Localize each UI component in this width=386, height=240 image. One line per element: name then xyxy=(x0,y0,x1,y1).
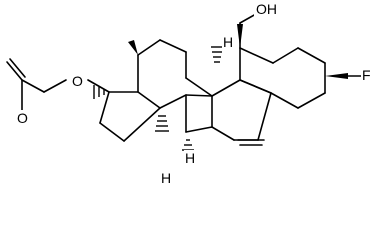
ring-bonds xyxy=(6,13,362,142)
wedge-bond-f xyxy=(325,73,348,79)
carbonyl-oxygen-label: O xyxy=(17,110,28,126)
hash-bond-h9 xyxy=(211,46,223,63)
h-c9-label: H xyxy=(223,34,233,50)
wedge-bond-ch2oh xyxy=(237,24,243,48)
hash-bond-oac xyxy=(93,85,105,99)
h-c14-label: H xyxy=(161,170,171,186)
fluorine-label: F xyxy=(362,67,371,83)
steroid-structure-diagram: OH F O O H H H xyxy=(6,1,371,186)
hash-bond-h14 xyxy=(155,115,169,132)
wedge-bond-methyl xyxy=(128,40,138,55)
ester-oxygen-label: O xyxy=(72,73,83,89)
double-bond xyxy=(237,139,265,146)
h-c8-label: H xyxy=(185,150,195,166)
hash-bond-h8 xyxy=(182,139,194,151)
hydroxyl-label: OH xyxy=(256,1,277,17)
